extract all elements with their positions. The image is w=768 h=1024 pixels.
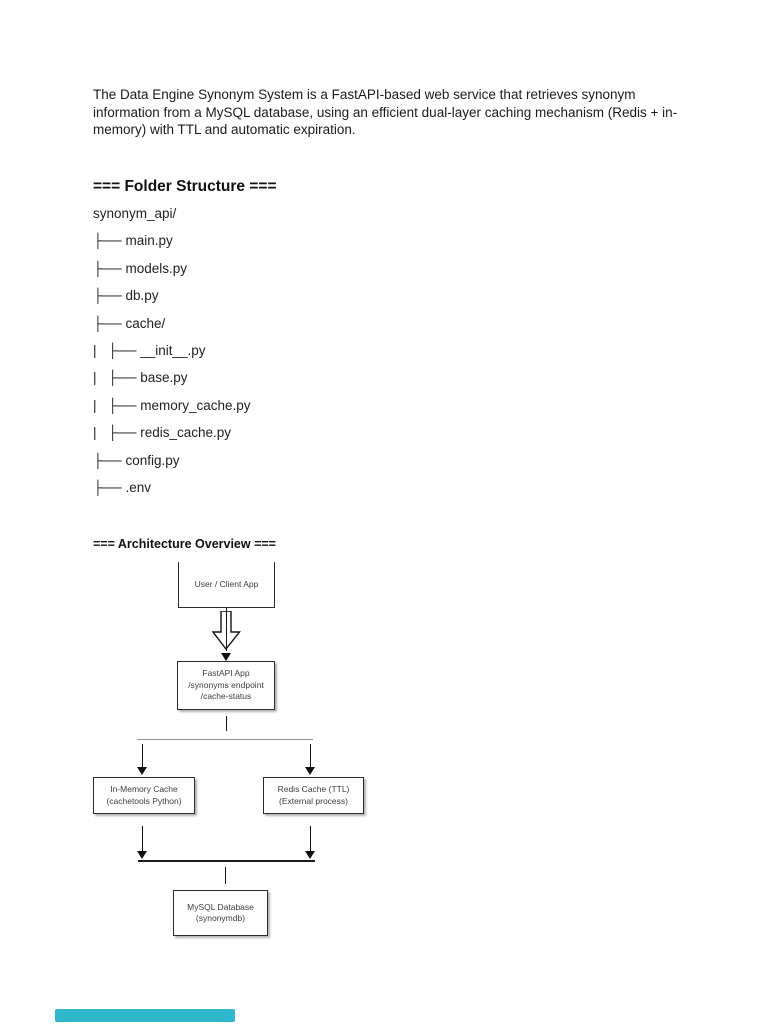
arrow-tip <box>305 767 315 775</box>
arrow-down-icon <box>137 744 148 775</box>
node-label: Redis Cache (TTL) <box>277 784 350 794</box>
junction-line <box>137 739 313 740</box>
diagram-node-client: User / Client App <box>178 562 275 608</box>
node-label: /cache-status <box>200 691 252 702</box>
node-label: (cachetools Python) <box>106 795 182 806</box>
arrow-tip <box>305 851 315 859</box>
node-label: FastAPI App <box>202 668 250 679</box>
arrow-shaft <box>310 826 311 852</box>
page-load-progress-bar <box>55 1009 235 1022</box>
arrow-down-icon <box>305 826 316 859</box>
node-label: (synonymdb) <box>195 913 246 923</box>
tree-item: | ├── redis_cache.py <box>93 425 232 441</box>
arrow-down-icon <box>305 744 316 775</box>
tree-item: ├── cache/ <box>93 315 166 331</box>
arrow-tip <box>137 767 147 775</box>
arrow-shaft <box>142 744 143 768</box>
tree-item: ├── models.py <box>93 260 187 276</box>
tree-item: | ├── memory_cache.py <box>93 397 251 413</box>
diagram-node-mysql: MySQL Database (synonymdb) <box>173 890 268 936</box>
arrow-shaft <box>310 744 311 768</box>
arrowhead-down-icon <box>221 653 231 661</box>
diagram-node-fastapi: FastAPI App /synonyms endpoint /cache-st… <box>177 661 275 710</box>
tree-item: | ├── __init__.py <box>93 342 206 358</box>
arrow-down-icon <box>137 826 148 859</box>
diagram-node-redis-cache: Redis Cache (TTL) (External process) <box>263 777 364 814</box>
node-label: MySQL Database <box>187 901 254 912</box>
arrow-shaft <box>142 826 143 852</box>
junction-line <box>138 860 315 862</box>
intro-paragraph: The Data Engine Synonym System is a Fast… <box>93 87 678 138</box>
node-label: In-Memory Cache <box>110 784 178 794</box>
tree-root: synonym_api/ <box>93 206 177 221</box>
node-label: User / Client App <box>194 578 259 589</box>
arrow-tip <box>137 851 147 859</box>
tree-item: ├── db.py <box>93 288 159 304</box>
connector-line-overlay <box>226 608 227 651</box>
node-label: /synonyms endpoint <box>188 679 264 690</box>
folder-tree: synonym_api/ ├── main.py ├── models.py ├… <box>93 200 493 501</box>
folder-structure-heading: === Folder Structure === <box>93 178 277 195</box>
tree-item: | ├── base.py <box>93 370 188 386</box>
architecture-overview-heading: === Architecture Overview === <box>93 537 276 551</box>
tree-item: ├── config.py <box>93 452 180 468</box>
connector-line <box>225 867 226 884</box>
node-label: (External process) <box>279 795 348 806</box>
tree-item: ├── .env <box>93 479 151 495</box>
tree-item: ├── main.py <box>93 233 173 249</box>
connector-line <box>226 716 227 731</box>
diagram-node-memory-cache: In-Memory Cache (cachetools Python) <box>93 777 195 814</box>
